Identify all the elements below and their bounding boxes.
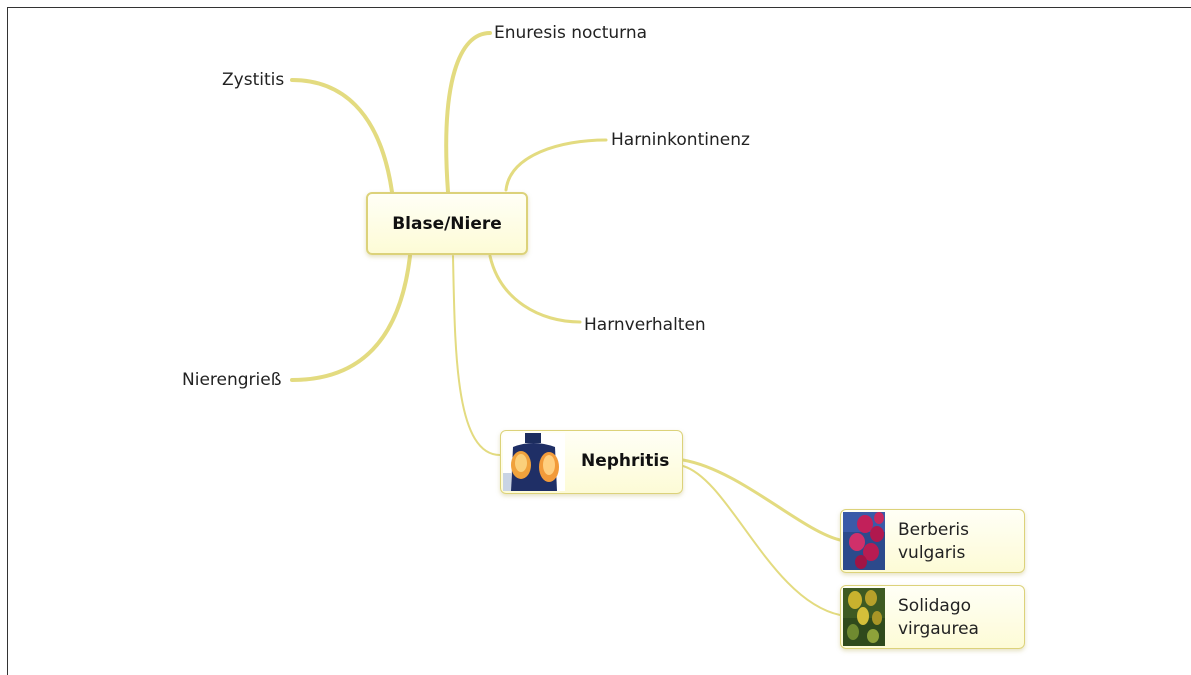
link-solidago: [682, 465, 841, 616]
branch-enuresis[interactable]: Enuresis nocturna: [494, 23, 648, 43]
branch-harnverhalten[interactable]: Harnverhalten: [584, 315, 706, 335]
link-nierengriess: [290, 254, 412, 382]
central-node[interactable]: Blase/Niere: [366, 192, 528, 255]
leaf-berberis-vulgaris[interactable]: Berberis vulgaris: [840, 509, 1025, 573]
branch-nierengriess[interactable]: Nierengrieß: [182, 370, 282, 390]
berberis-line1: Berberis: [898, 520, 969, 540]
solidago-line2: virgaurea: [898, 619, 979, 639]
solidago-image: [843, 588, 885, 646]
diagram-frame: [7, 7, 1191, 675]
solidago-line1: Solidago: [898, 596, 972, 616]
central-node-title: Blase/Niere: [392, 213, 502, 234]
link-harnverhalten: [488, 254, 582, 324]
link-berberis: [681, 458, 842, 542]
link-enuresis: [444, 31, 492, 194]
leaf-solidago-virgaurea[interactable]: Solidago virgaurea: [840, 585, 1025, 649]
branch-zystitis[interactable]: Zystitis: [222, 70, 285, 90]
berberis-line2: vulgaris: [898, 543, 966, 563]
nephritis-node[interactable]: Nephritis: [500, 430, 683, 494]
branch-harninkontinenz[interactable]: Harninkontinenz: [611, 130, 750, 150]
nephritis-title: Nephritis: [581, 451, 670, 471]
link-nephritis: [452, 255, 501, 456]
kidney-body-image: [503, 433, 565, 491]
berberis-image: [843, 512, 885, 570]
link-harninkontinenz: [504, 138, 608, 192]
link-zystitis: [290, 78, 394, 194]
